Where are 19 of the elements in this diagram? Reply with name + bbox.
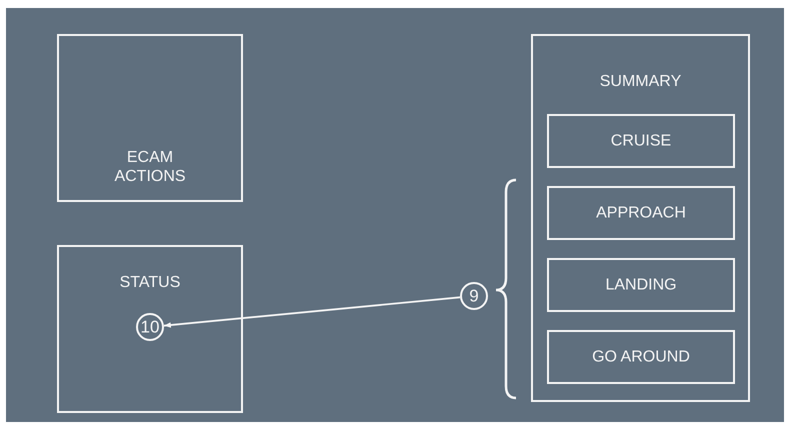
callout-circle — [136, 313, 164, 341]
item-box — [547, 114, 735, 168]
panel-box — [531, 34, 750, 402]
callout-number: 10 — [140, 318, 160, 336]
callout-number: 9 — [468, 286, 480, 306]
box-label: CRUISE — [610, 132, 672, 150]
box-label: STATUS — [118, 273, 182, 292]
box-label: SUMMARY — [598, 72, 682, 91]
panel-box — [57, 34, 243, 202]
box-label: ECAM ACTIONS — [113, 148, 187, 186]
box-label: LANDING — [604, 276, 678, 294]
box-label: GO AROUND — [591, 348, 691, 366]
item-box — [547, 258, 735, 312]
box-label: APPROACH — [595, 204, 687, 222]
callout-circle — [460, 282, 488, 310]
item-box — [547, 186, 735, 240]
panel-box — [57, 245, 243, 413]
arrow — [164, 296, 460, 328]
item-box — [547, 330, 735, 384]
